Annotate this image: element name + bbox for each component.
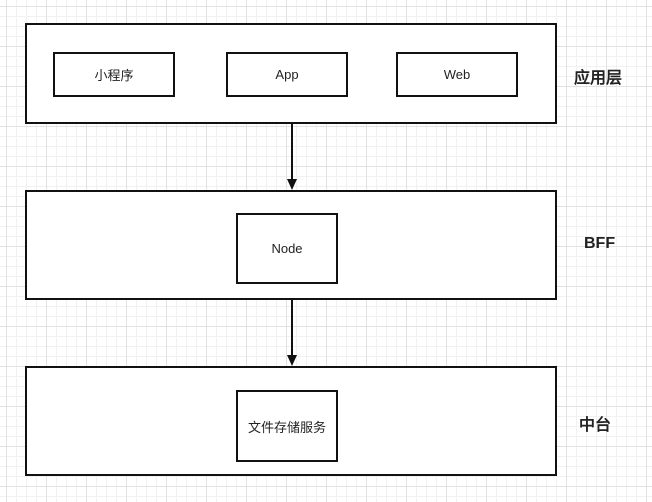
web-node: Web bbox=[396, 52, 518, 97]
node-service-node: Node bbox=[236, 213, 338, 284]
application-layer-label: 应用层 bbox=[574, 70, 623, 87]
web-label: Web bbox=[443, 67, 471, 82]
file-storage-label: 文件存储服务 bbox=[247, 419, 326, 435]
mini-program-node: 小程序 bbox=[53, 52, 175, 97]
file-storage-node: 文件存储服务 bbox=[236, 390, 338, 462]
app-node: App bbox=[226, 52, 348, 97]
mini-program-label: 小程序 bbox=[94, 68, 134, 83]
bff-layer-label: BFF bbox=[584, 235, 616, 252]
arrow-bff-to-middle bbox=[287, 300, 297, 366]
middle-platform-layer-label: 中台 bbox=[579, 417, 612, 434]
app-label: App bbox=[275, 67, 299, 82]
arrow-app-to-bff-head bbox=[287, 179, 297, 190]
arrow-app-to-bff bbox=[287, 124, 297, 190]
arrow-bff-to-middle-head bbox=[287, 355, 297, 366]
node-service-label: Node bbox=[271, 241, 303, 256]
